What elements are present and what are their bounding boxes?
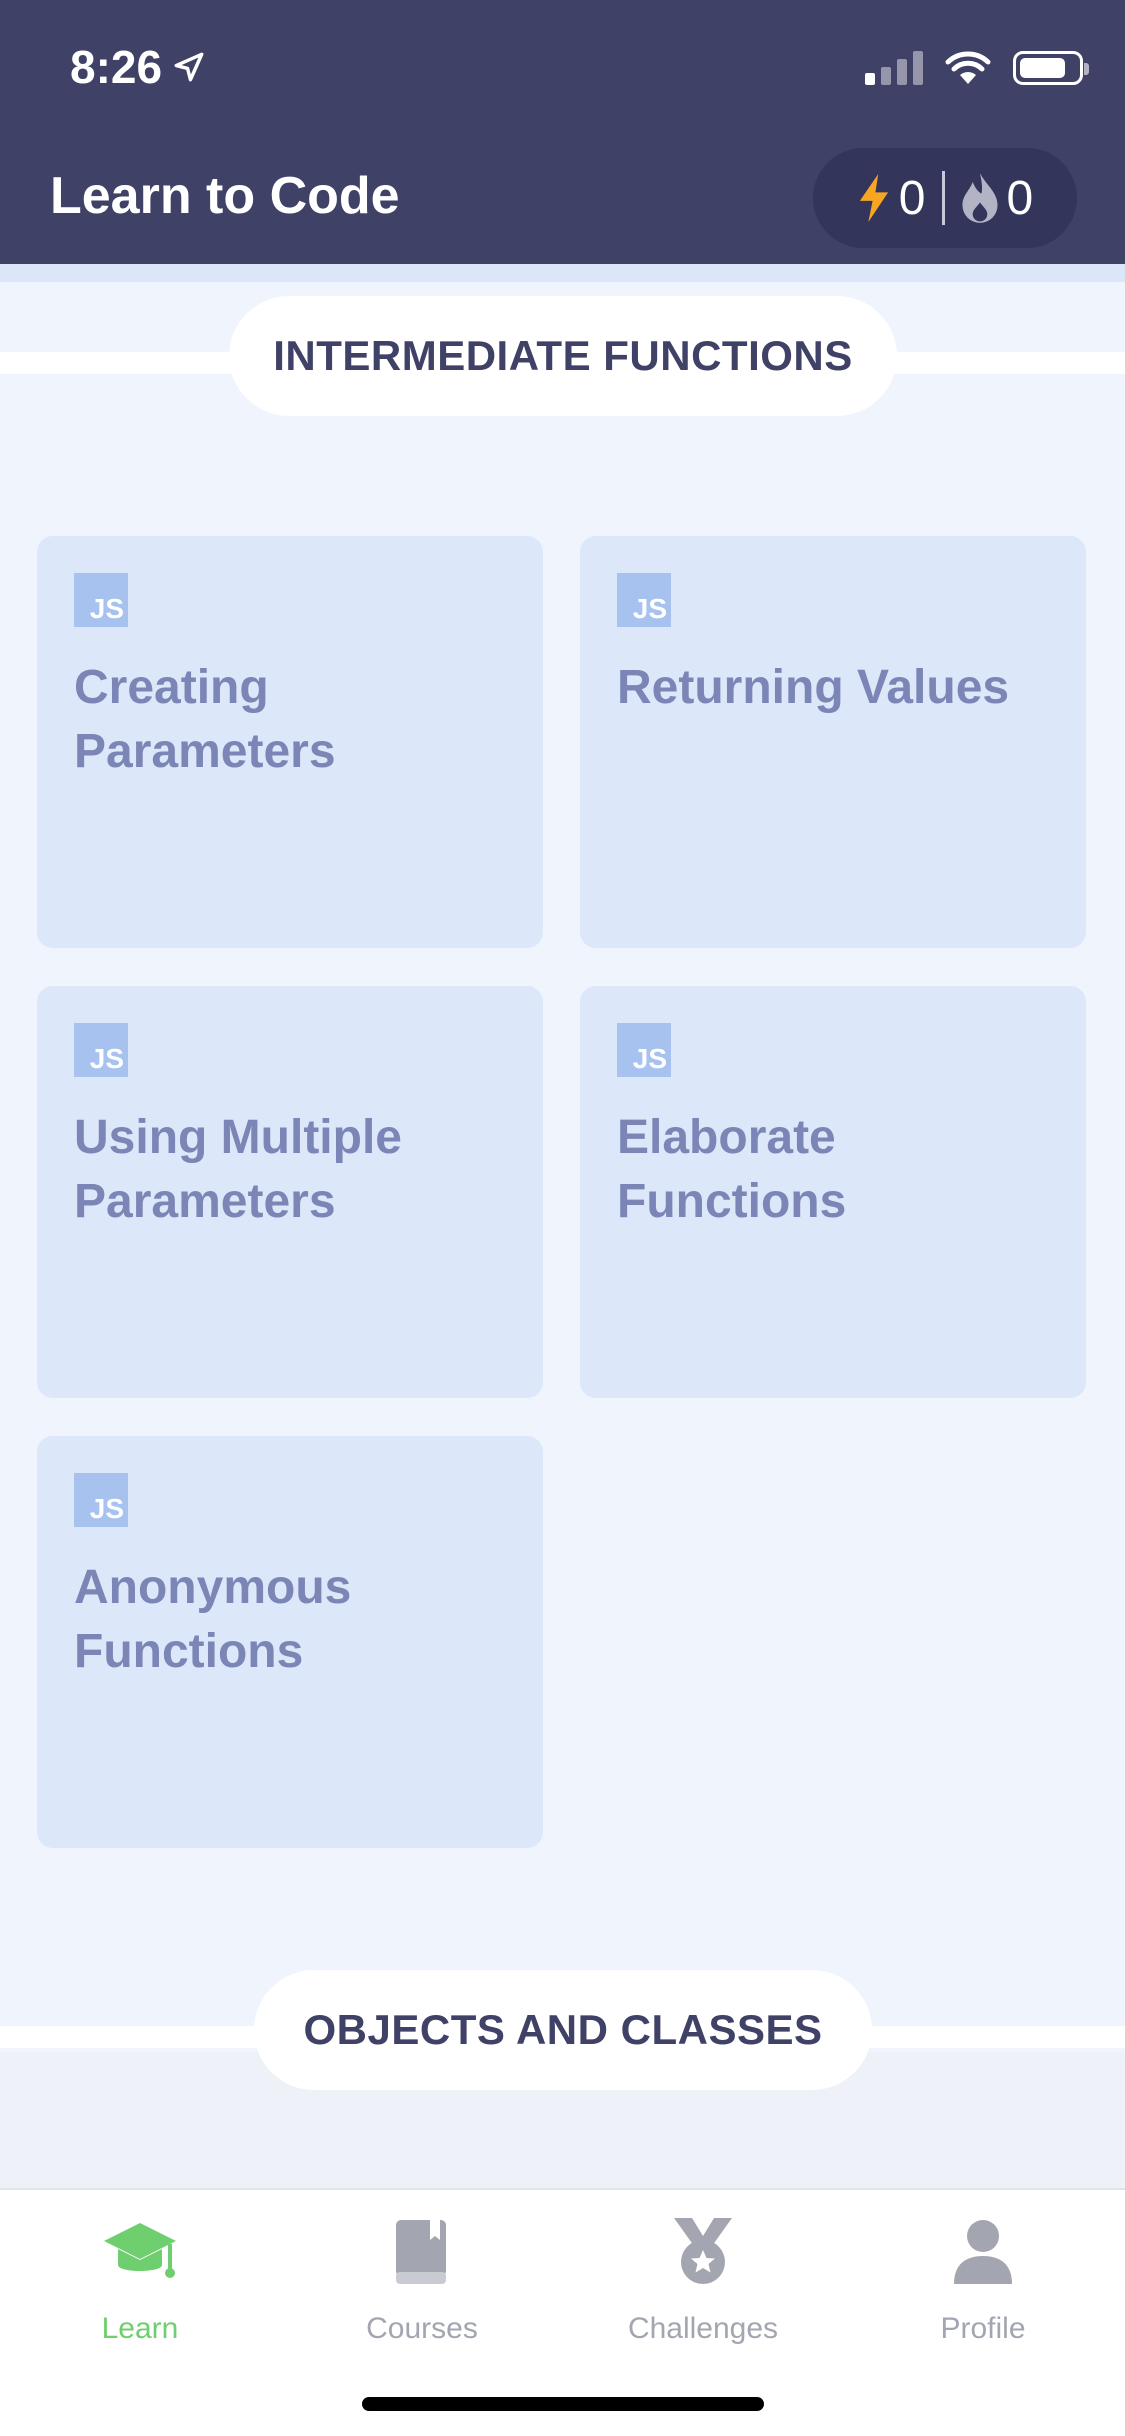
location-arrow-icon <box>174 52 204 82</box>
status-time-label: 8:26 <box>70 41 163 93</box>
tab-profile[interactable]: Profile <box>873 2212 1093 2346</box>
bottom-tab-bar: Learn Courses Challenges P <box>0 2188 1125 2436</box>
header-shadow <box>0 264 1125 282</box>
tab-challenges[interactable]: Challenges <box>593 2212 813 2346</box>
lesson-title: Creating Parameters <box>74 661 336 778</box>
status-bar-indicators <box>865 50 1089 86</box>
energy-count: 0 <box>898 171 926 225</box>
javascript-badge-icon: JS <box>74 1023 128 1077</box>
lesson-card-creating-parameters[interactable]: JS Creating Parameters <box>37 536 543 948</box>
stats-divider <box>941 171 945 225</box>
medal-icon <box>663 2212 743 2292</box>
javascript-badge-icon: JS <box>74 1473 128 1527</box>
graduation-cap-icon <box>100 2212 180 2292</box>
section-header-objects-and-classes: OBJECTS AND CLASSES <box>254 1970 872 2090</box>
lesson-title: Anonymous Functions <box>74 1561 352 1678</box>
tab-courses[interactable]: Courses <box>312 2212 532 2346</box>
streak-stat: 0 <box>961 171 1034 226</box>
tab-label: Courses <box>366 2312 478 2345</box>
lesson-title: Using Multiple Parameters <box>74 1111 402 1228</box>
tab-label: Profile <box>940 2312 1026 2345</box>
lesson-card-using-multiple-parameters[interactable]: JS Using Multiple Parameters <box>37 986 543 1398</box>
home-indicator[interactable] <box>362 2397 764 2411</box>
stats-pill[interactable]: 0 0 <box>813 148 1077 248</box>
tab-label: Learn <box>101 2312 179 2345</box>
lesson-card-elaborate-functions[interactable]: JS Elaborate Functions <box>580 986 1086 1398</box>
page-title: Learn to Code <box>50 167 400 225</box>
javascript-badge-icon: JS <box>74 573 128 627</box>
javascript-badge-icon: JS <box>617 573 671 627</box>
tab-label: Challenges <box>627 2312 779 2345</box>
book-icon <box>382 2212 462 2292</box>
status-bar-time: 8:26 <box>70 40 206 94</box>
lesson-list[interactable]: INTERMEDIATE FUNCTIONS JS Creating Param… <box>0 264 1125 2188</box>
lesson-title: Elaborate Functions <box>617 1111 847 1228</box>
tab-learn[interactable]: Learn <box>30 2212 250 2346</box>
wifi-icon <box>945 51 991 84</box>
energy-stat: 0 <box>857 171 926 226</box>
lightning-bolt-icon <box>859 174 888 222</box>
lesson-card-anonymous-functions[interactable]: JS Anonymous Functions <box>37 1436 543 1848</box>
lesson-card-returning-values[interactable]: JS Returning Values <box>580 536 1086 948</box>
person-icon <box>943 2212 1023 2292</box>
battery-icon <box>1013 51 1089 85</box>
lesson-title: Returning Values <box>617 661 1010 714</box>
streak-count: 0 <box>1006 171 1034 225</box>
cellular-signal-icon <box>865 51 923 85</box>
javascript-badge-icon: JS <box>617 1023 671 1077</box>
flame-icon <box>961 173 998 223</box>
section-header-intermediate-functions: INTERMEDIATE FUNCTIONS <box>229 296 897 416</box>
app-header: 8:26 Learn to Code 0 <box>0 0 1125 264</box>
